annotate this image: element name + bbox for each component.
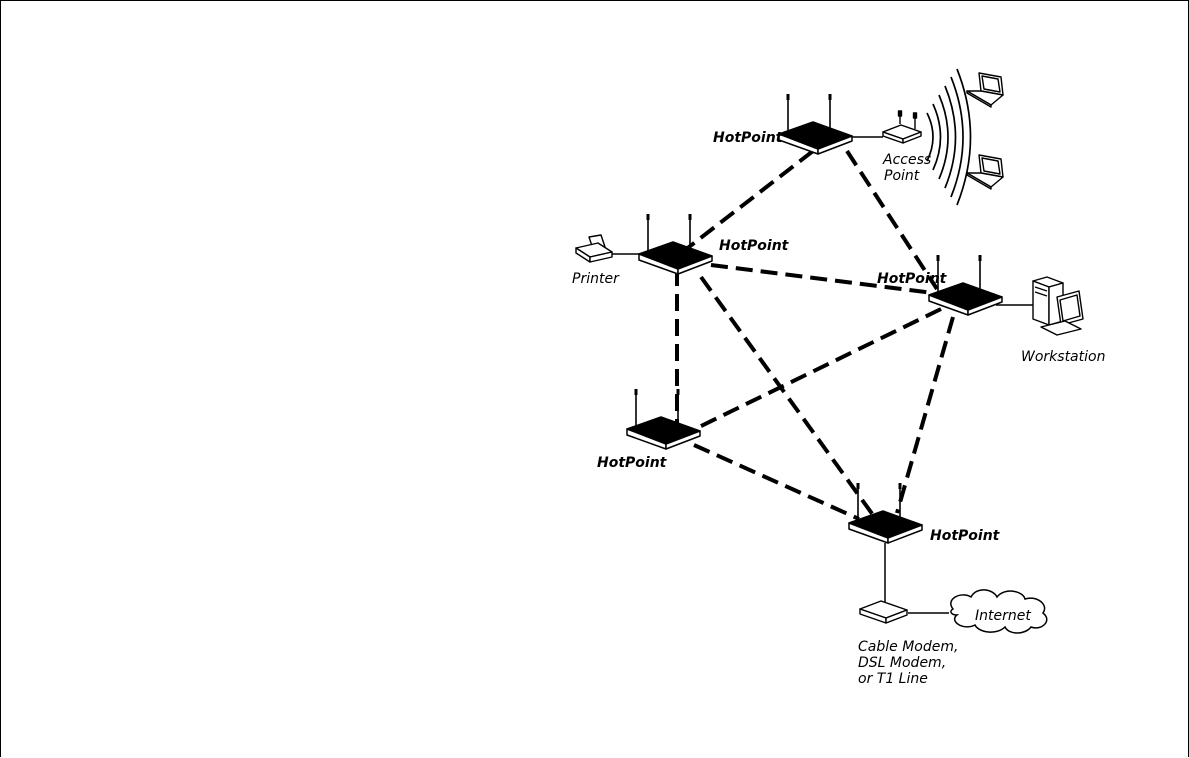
link-left-bottom bbox=[701, 277, 873, 515]
wireless-signal-icon bbox=[927, 69, 971, 205]
modem-label-line1: Cable Modem, bbox=[858, 639, 958, 655]
router-top-icon bbox=[779, 94, 852, 154]
internet-label: Internet bbox=[975, 608, 1031, 624]
laptop-bottom-icon bbox=[967, 155, 1003, 189]
router-bottom-icon bbox=[849, 483, 922, 543]
hotpoint-bottomleft-label: HotPoint bbox=[597, 455, 668, 471]
access-point-label-line2: Point bbox=[884, 168, 920, 184]
router-left-icon bbox=[639, 214, 712, 274]
modem-icon bbox=[860, 601, 907, 623]
hotpoint-bottom-label: HotPoint bbox=[930, 528, 1001, 544]
link-bottomleft-bottom bbox=[694, 445, 859, 519]
printer-label: Printer bbox=[572, 271, 620, 287]
router-bottomleft-icon bbox=[627, 389, 700, 449]
access-point-label-line1: Access bbox=[882, 152, 931, 168]
access-point-icon bbox=[883, 111, 921, 143]
link-right-bottom bbox=[897, 317, 953, 513]
mesh-links bbox=[676, 151, 953, 519]
printer-icon bbox=[576, 235, 612, 262]
modem-label-line3: or T1 Line bbox=[858, 671, 928, 687]
hotpoint-top-label: HotPoint bbox=[713, 130, 784, 146]
modem-label-line2: DSL Modem, bbox=[858, 655, 946, 671]
hotpoint-left-label: HotPoint bbox=[719, 238, 790, 254]
laptop-top-icon bbox=[967, 73, 1003, 107]
hotpoint-right-label: HotPoint bbox=[877, 271, 948, 287]
workstation-label: Workstation bbox=[1021, 349, 1105, 365]
workstation-icon bbox=[1033, 277, 1083, 335]
